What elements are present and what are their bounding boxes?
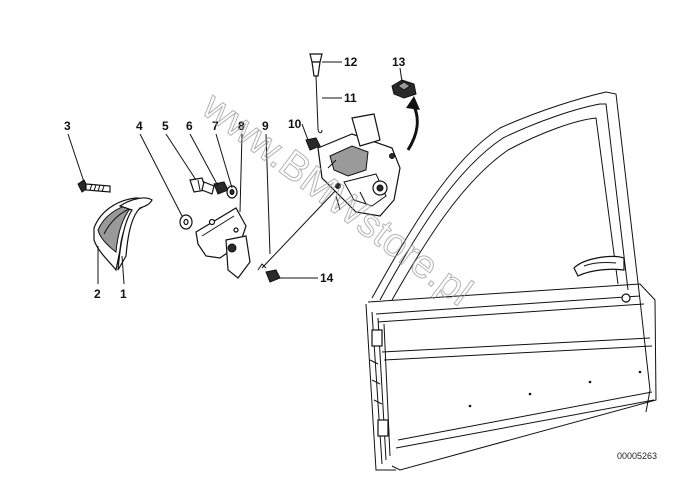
callout-4: 4 [136, 119, 143, 133]
watermark: www.BMWstore.pl [194, 83, 480, 314]
callout-2: 2 [94, 287, 101, 301]
handle-trim-cover [117, 197, 153, 271]
lock-button-12 [309, 53, 323, 77]
door-shell [365, 91, 657, 471]
nut-10 [305, 137, 321, 151]
callout-13: 13 [392, 55, 406, 69]
callout-5: 5 [162, 119, 169, 133]
handle-bracket-8 [195, 207, 251, 279]
screw-3 [77, 179, 111, 193]
callout-14: 14 [320, 271, 334, 285]
callout-1: 1 [120, 287, 127, 301]
direction-arrow-icon [406, 96, 420, 151]
callout-12: 12 [344, 55, 358, 69]
leader-lines [67, 61, 403, 285]
door-lock-mechanism [317, 113, 401, 217]
callout-11: 11 [344, 91, 357, 105]
nut-6 [213, 181, 229, 195]
cover-cap-13 [391, 79, 417, 99]
diagram-code: 00005263 [617, 451, 657, 461]
callout-8: 8 [238, 119, 245, 133]
washer-4 [179, 214, 193, 230]
clip-14 [265, 269, 281, 283]
callout-7: 7 [212, 119, 219, 133]
bolt-5 [189, 177, 215, 195]
callout-6: 6 [186, 119, 193, 133]
washer-7 [226, 185, 238, 199]
callout-9: 9 [262, 119, 269, 133]
lock-rod-11 [315, 75, 323, 134]
callout-10: 10 [288, 117, 302, 131]
operating-rod-9 [257, 187, 339, 271]
callout-3: 3 [64, 119, 71, 133]
callout-labels: 1 2 3 4 5 6 7 8 9 10 11 12 13 14 [64, 55, 406, 301]
